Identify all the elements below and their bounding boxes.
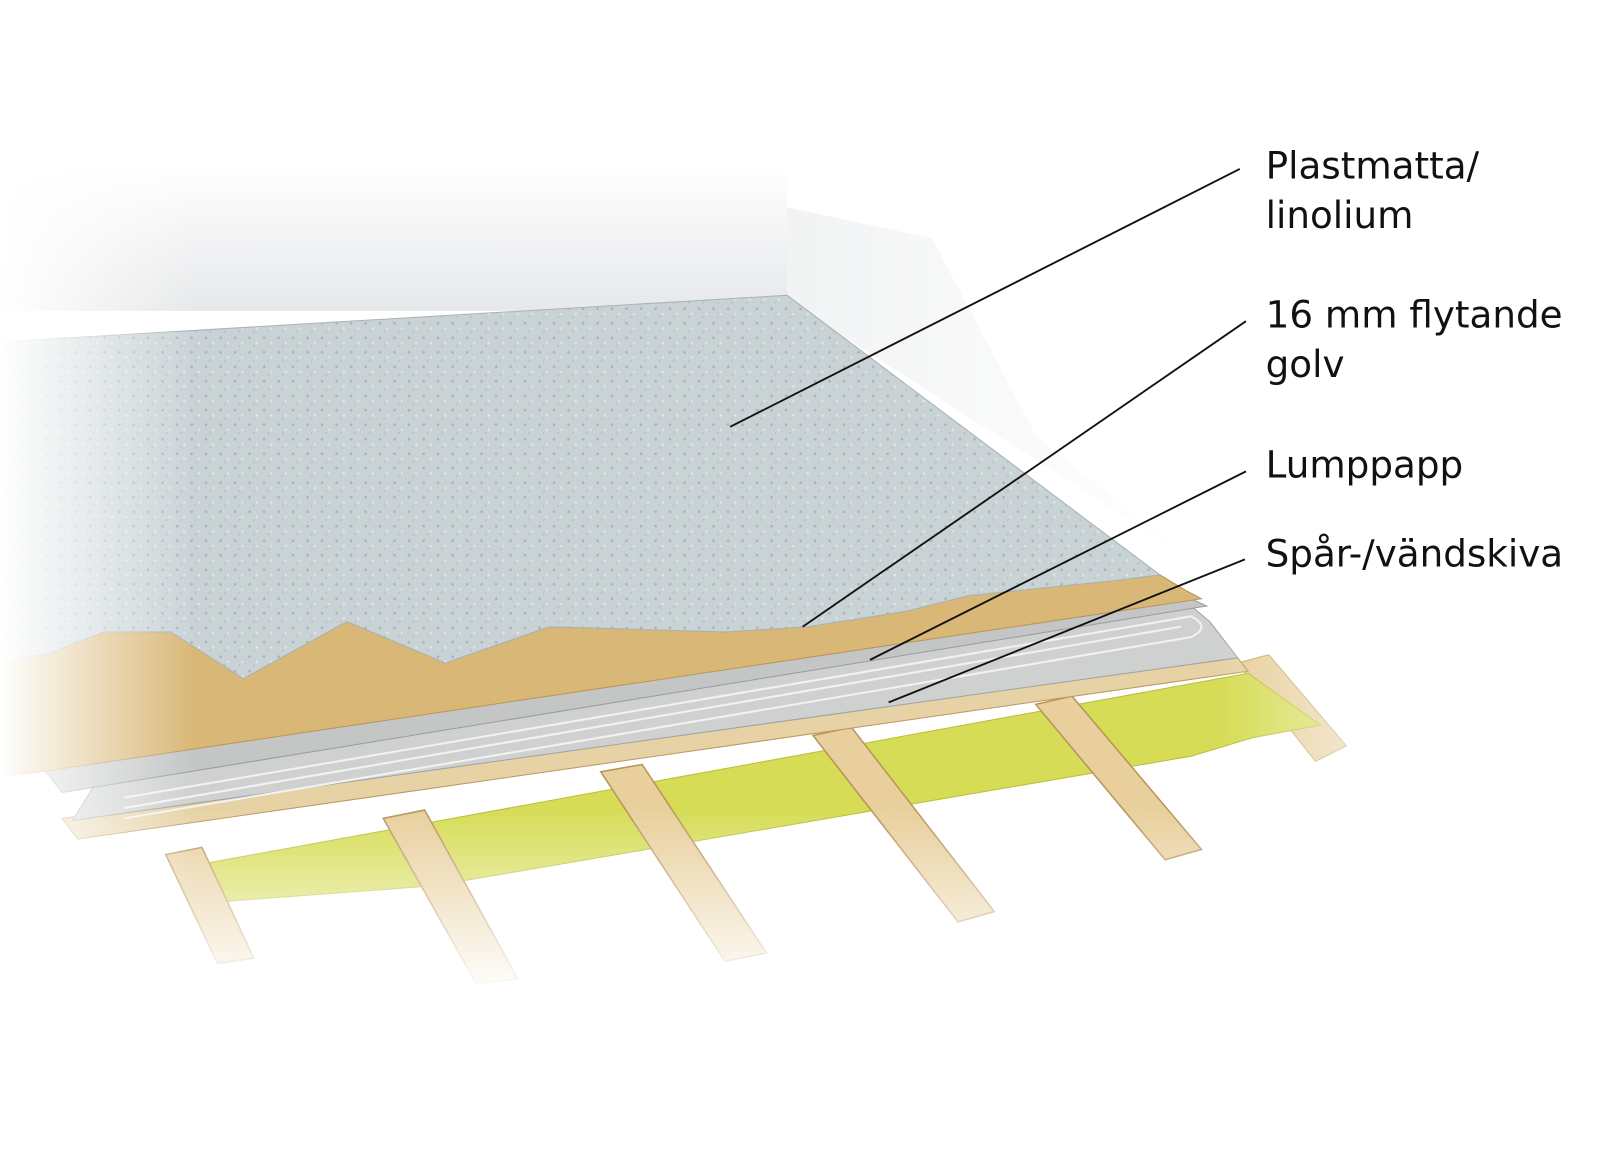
label-floor-line2: golv — [1266, 342, 1345, 386]
label-vinyl-line2: linolium — [1266, 193, 1414, 237]
leader-vinyl — [729, 168, 1241, 428]
bottom-fade — [0, 155, 1624, 1088]
leader-floor — [802, 320, 1247, 628]
label-groove-board: Spår-/vändskiva — [1266, 532, 1564, 576]
leader-lines — [729, 168, 1247, 704]
label-vinyl-line1: Plastmatta/ — [1266, 143, 1480, 187]
leader-paper — [869, 470, 1247, 661]
label-floor-line1: 16 mm flytande — [1266, 292, 1563, 336]
labels: Plastmatta/ linolium 16 mm flytande golv… — [1266, 143, 1564, 575]
leader-groove-board — [888, 558, 1246, 704]
label-paper: Lumppapp — [1266, 443, 1463, 487]
